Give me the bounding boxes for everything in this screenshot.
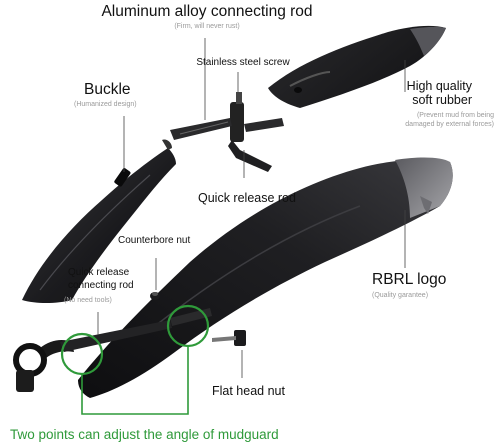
leader-lines	[97, 38, 406, 378]
rubber-note-1: (Prevent mud from being	[416, 112, 494, 119]
rod-title: Aluminum alloy connecting rod	[101, 3, 313, 20]
qr-rod-line-1: Quick release	[68, 267, 130, 278]
counterbore-nut	[150, 292, 160, 300]
front-fender-piece	[22, 139, 176, 303]
qr-rod-note: (No need tools)	[64, 297, 112, 304]
rubber-line-2: soft rubber	[412, 93, 472, 107]
counterbore-nut-label: Counterbore nut	[118, 235, 191, 246]
buckle-title: Buckle	[84, 81, 131, 98]
green-connector-lines	[81, 346, 189, 415]
flat-head-nut	[212, 330, 246, 346]
adjust-angle-caption: Two points can adjust the angle of mudgu…	[10, 427, 279, 442]
rear-fender-top-piece	[268, 25, 446, 109]
qr-rod-line-2: connecting rod	[68, 280, 134, 291]
rbrl-logo-title: RBRL logo	[372, 271, 447, 288]
connecting-rod-assembly	[170, 92, 284, 172]
rubber-note-2: damaged by external forces)	[405, 121, 494, 128]
flat-head-nut-label: Flat head nut	[212, 384, 285, 398]
rubber-line-1: High quality	[406, 79, 472, 93]
quick-release-clamp	[13, 308, 212, 392]
quick-release-rod-label: Quick release rod	[198, 191, 296, 205]
rod-note: (Firm, will never rust)	[174, 23, 240, 30]
rbrl-logo-note: (Quality garantee)	[372, 292, 429, 299]
buckle-note: (Humanized design)	[74, 101, 137, 108]
screw-label: Stainless steel screw	[196, 57, 290, 68]
